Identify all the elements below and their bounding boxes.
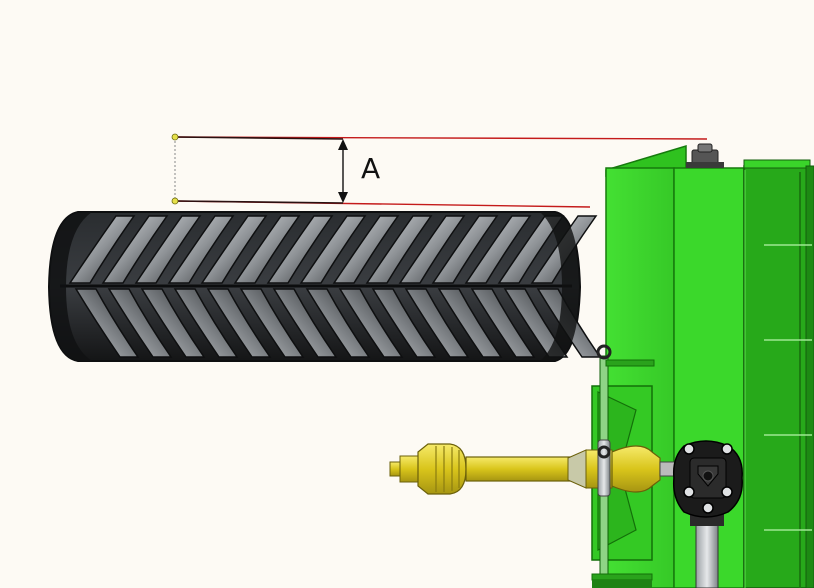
tread-lug bbox=[74, 288, 140, 358]
tread-lug bbox=[299, 215, 367, 284]
dimension-label-a: A bbox=[361, 152, 381, 185]
bottom-endpoint bbox=[171, 197, 179, 205]
tread-lug bbox=[365, 215, 433, 284]
tread-lug bbox=[371, 288, 437, 358]
tread-lug bbox=[272, 288, 338, 358]
tread-lug bbox=[464, 215, 532, 284]
housing-right-panel bbox=[743, 165, 809, 588]
dimension-reference bbox=[171, 133, 708, 208]
tread-lug bbox=[437, 288, 503, 358]
tread-lug bbox=[431, 215, 499, 284]
shaft-tube bbox=[465, 456, 575, 482]
tread-lug bbox=[206, 288, 272, 358]
tread-lug bbox=[338, 288, 404, 358]
tread-lug bbox=[173, 288, 239, 358]
tread-lug bbox=[233, 215, 301, 284]
tread-lug bbox=[140, 288, 206, 358]
tread-lug bbox=[266, 215, 334, 284]
tread-lug bbox=[332, 215, 400, 284]
dimension-arrow-icon bbox=[338, 139, 348, 203]
tread-lug bbox=[404, 288, 470, 358]
tread-lug bbox=[107, 288, 173, 358]
top-bolt bbox=[686, 143, 724, 168]
tread-lug bbox=[305, 288, 371, 358]
gearbox bbox=[672, 440, 743, 588]
tread-lug bbox=[398, 215, 466, 284]
tread-lug bbox=[239, 288, 305, 358]
gearbox-output-shaft bbox=[695, 519, 719, 588]
tread-lug bbox=[68, 215, 136, 284]
tread-lug bbox=[134, 215, 202, 284]
pto-driveshaft bbox=[389, 439, 677, 497]
tread-lug bbox=[167, 215, 235, 284]
tread-lug bbox=[200, 215, 268, 284]
tread-lug bbox=[470, 288, 536, 358]
mower-housing bbox=[591, 143, 814, 588]
bottom-dark-segment bbox=[174, 200, 344, 204]
tread-lug bbox=[101, 215, 169, 284]
shaft-yoke-right bbox=[611, 445, 661, 493]
top-dark-segment bbox=[174, 136, 344, 140]
tire bbox=[47, 211, 602, 362]
top-endpoint bbox=[171, 133, 179, 141]
